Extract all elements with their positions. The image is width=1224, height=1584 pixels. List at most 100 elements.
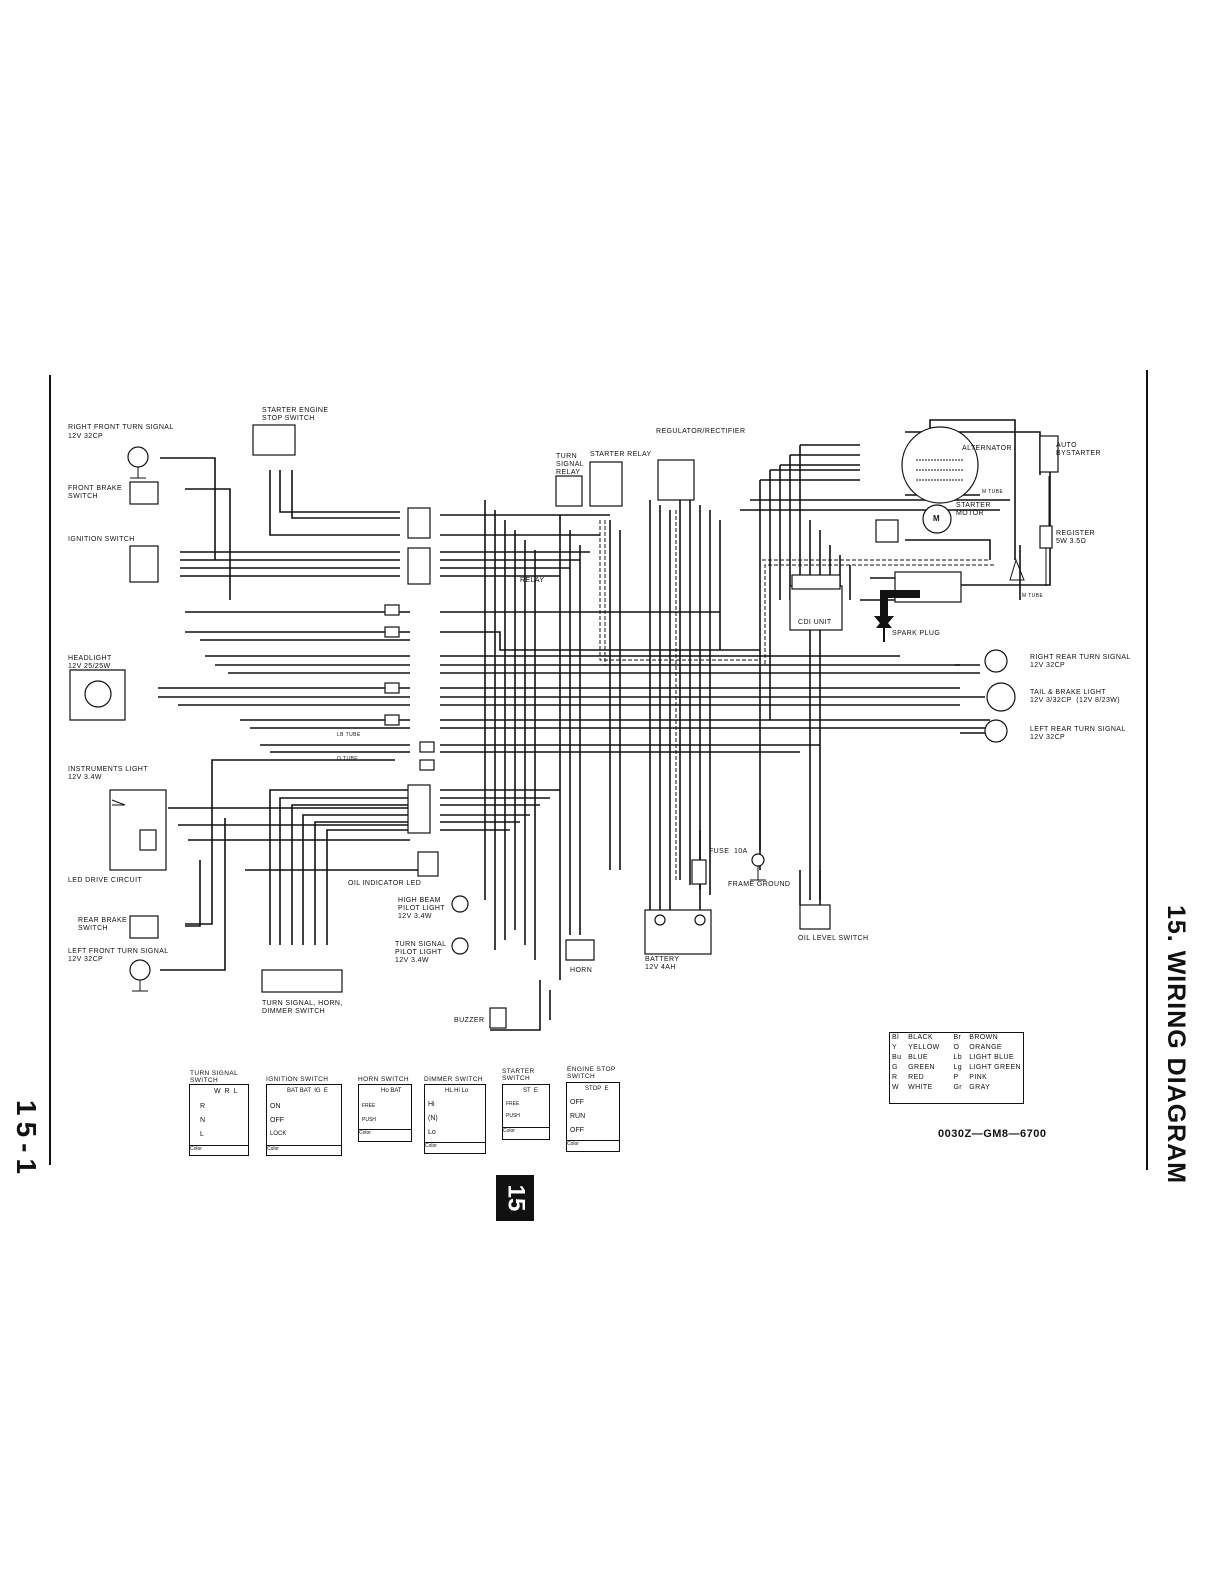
turn-signal-switch-title: TURN SIGNAL SWITCH	[190, 1070, 239, 1084]
left-front-turn-signal-spec: 12V 32cp	[68, 956, 104, 963]
left-rear-turn-signal-spec: 12V 32cp	[1030, 734, 1066, 741]
switch-header: W R L	[214, 1088, 238, 1095]
front-brake-switch-label: FRONT BRAKE SWITCH	[68, 485, 123, 500]
turn-signal-switch-table: W R L R N L Color	[189, 1084, 249, 1156]
switch-color-row: Color	[267, 1145, 341, 1152]
starter-engine-stop-switch-label: STARTER ENGINE STOP SWITCH	[262, 407, 329, 422]
battery-label: BATTERY 12V 4AH	[645, 956, 680, 971]
legend-name: GRAY	[969, 1084, 991, 1091]
legend-name: BROWN	[969, 1034, 999, 1041]
relay-label: RELAY	[520, 577, 545, 584]
switch-color-row: Color	[359, 1129, 411, 1136]
switch-row-free: FREE	[506, 1101, 520, 1107]
horn-switch-table: Ho BAT FREE PUSH Color	[358, 1084, 412, 1142]
horn-switch-title: HORN SWITCH	[358, 1076, 409, 1083]
starter-switch-title: STARTER SWITCH	[502, 1068, 535, 1082]
register-label: REGISTER 5W 3.5Ω	[1056, 530, 1095, 545]
instruments-light-spec: 12V 3.4W	[68, 774, 102, 781]
engine-stop-switch-title: ENGINE STOP SWITCH	[567, 1066, 616, 1080]
frame-ground-label: FRAME GROUND	[728, 881, 791, 888]
switch-color-row: Color	[190, 1145, 248, 1152]
switch-row-run: RUN	[570, 1113, 586, 1120]
switch-row-on: ON	[270, 1103, 281, 1110]
switch-row-lock: LOCK	[270, 1131, 287, 1137]
regulator-rectifier-label: REGULATOR/RECTIFIER	[656, 428, 746, 435]
m-tube-label-2: M TUBE	[1022, 593, 1044, 599]
switch-row-n: N	[200, 1117, 206, 1124]
lb-tube-label: Lb TUBE	[337, 732, 361, 738]
cdi-unit-label: CDI UNIT	[798, 619, 832, 626]
auto-bystarter-label: AUTO BYSTARTER	[1056, 442, 1101, 457]
legend-name: WHITE	[908, 1084, 933, 1091]
legend-row: W WHITE Gr GRAY	[890, 1083, 1023, 1093]
tail-brake-light-spec: 12V 3/32cp (12V 8/23W)	[1030, 697, 1121, 704]
legend-name: LIGHT GREEN	[969, 1064, 1021, 1071]
legend-code: Bu	[892, 1054, 902, 1061]
switch-row-push: PUSH	[362, 1117, 376, 1123]
legend-code: Bl	[892, 1034, 900, 1041]
legend-code: Gr	[953, 1084, 963, 1091]
legend-row: Bu BLUE Lb LIGHT BLUE	[890, 1053, 1023, 1063]
legend-name: LIGHT BLUE	[969, 1054, 1014, 1061]
switch-row-r: R	[200, 1103, 206, 1110]
tail-brake-light-label: TAIL & BRAKE LIGHT	[1030, 689, 1107, 696]
led-drive-circuit-label: LED DRIVE CIRCUIT	[68, 877, 143, 884]
switch-header: HL Hi Lo	[445, 1088, 469, 1094]
switch-header: BAT BAT IG E	[287, 1088, 328, 1094]
switch-row-off: OFF	[570, 1099, 584, 1106]
legend-name: GREEN	[908, 1064, 936, 1071]
switch-color-row: Color	[503, 1127, 549, 1134]
right-border-line	[1146, 370, 1148, 1170]
headlight-spec: 12V 25/25W	[68, 663, 111, 670]
m-tube-label-1: M TUBE	[982, 489, 1004, 495]
switch-row-push: PUSH	[506, 1113, 520, 1119]
switch-color-row: Color	[425, 1142, 485, 1149]
starter-switch-table: ST E FREE PUSH Color	[502, 1084, 550, 1140]
turn-signal-horn-dimmer-switch-label: TURN SIGNAL, HORN, DIMMER SWITCH	[262, 1000, 343, 1015]
switch-row-off: OFF	[270, 1117, 284, 1124]
right-front-turn-signal-label: RIGHT FRONT TURN SIGNAL	[68, 424, 174, 431]
turn-signal-pilot-light-label: TURN SIGNAL PILOT LIGHT 12V 3.4W	[395, 941, 447, 964]
dimmer-switch-table: HL Hi Lo Hi (N) Lo Color	[424, 1084, 486, 1154]
legend-code: Lg	[953, 1064, 963, 1071]
dimmer-switch-title: DIMMER SWITCH	[424, 1076, 483, 1083]
legend-row: R RED P PINK	[890, 1073, 1023, 1083]
turn-signal-relay-label: TURN SIGNAL RELAY	[556, 453, 585, 476]
legend-name: PINK	[969, 1074, 988, 1081]
legend-name: BLUE	[908, 1054, 928, 1061]
legend-name: ORANGE	[969, 1044, 1003, 1051]
switch-header: Ho BAT	[381, 1088, 402, 1094]
legend-code: O	[953, 1044, 960, 1051]
ignition-switch-table: BAT BAT IG E ON OFF LOCK Color	[266, 1084, 342, 1156]
legend-code: P	[953, 1074, 959, 1081]
section-tab: 15	[496, 1175, 534, 1221]
switch-header: ST E	[523, 1088, 538, 1094]
switch-header: STOP E	[585, 1086, 609, 1092]
switch-row-off-2: OFF	[570, 1127, 584, 1134]
fuse-label: FUSE 10A	[709, 848, 748, 855]
horn-label: HORN	[570, 967, 593, 974]
legend-code: Lb	[953, 1054, 963, 1061]
starter-motor-label: STARTER MOTOR	[956, 502, 991, 517]
switch-row-hi: Hi	[428, 1101, 435, 1108]
right-rear-turn-signal-label: RIGHT REAR TURN SIGNAL	[1030, 654, 1131, 661]
spark-plug-label: SPARK PLUG	[892, 630, 941, 637]
oil-level-switch-label: OIL LEVEL SWITCH	[798, 935, 869, 942]
instruments-light-label: INSTRUMENTS LIGHT	[68, 766, 148, 773]
high-beam-pilot-light-label: HIGH BEAM PILOT LIGHT 12V 3.4W	[398, 897, 446, 920]
o-tube-label: O TUBE	[337, 756, 358, 762]
legend-code: G	[892, 1064, 898, 1071]
legend-code: W	[892, 1084, 900, 1091]
legend-code: R	[892, 1074, 898, 1081]
right-front-turn-signal-spec: 12V 32cp	[68, 433, 104, 440]
legend-name: RED	[908, 1074, 925, 1081]
left-rear-turn-signal-label: LEFT REAR TURN SIGNAL	[1030, 726, 1126, 733]
switch-row-lo: Lo	[428, 1129, 436, 1136]
rear-brake-switch-label: REAR BRAKE SWITCH	[78, 917, 128, 932]
legend-name: YELLOW	[908, 1044, 940, 1051]
